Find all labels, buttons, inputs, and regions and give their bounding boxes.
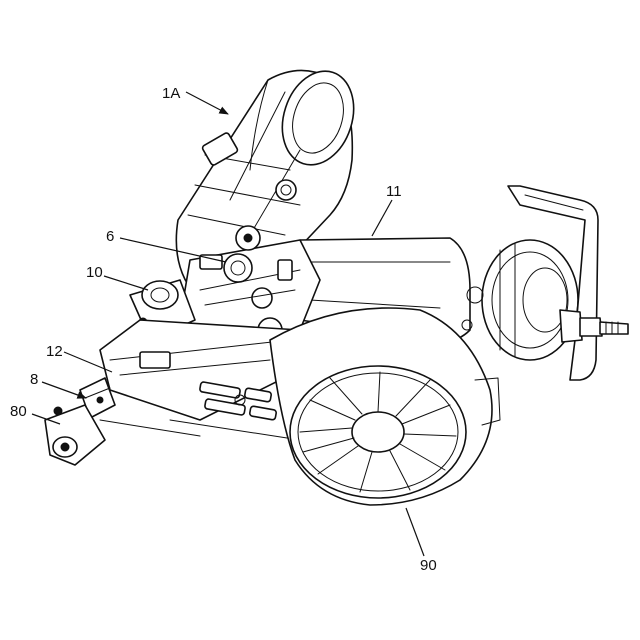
label-12: 12	[46, 343, 63, 360]
label-10: 10	[86, 264, 103, 281]
leader-90	[406, 508, 424, 556]
label-90: 90	[420, 557, 437, 574]
label-80: 80	[10, 403, 27, 420]
leader-1a	[186, 92, 228, 114]
leader-10	[104, 276, 148, 290]
label-8: 8	[30, 371, 38, 388]
label-11: 11	[386, 183, 402, 200]
label-6: 6	[106, 228, 114, 245]
leader-11	[372, 200, 392, 236]
label-1a: 1A	[162, 85, 180, 102]
wheel-housing-90	[270, 308, 500, 505]
